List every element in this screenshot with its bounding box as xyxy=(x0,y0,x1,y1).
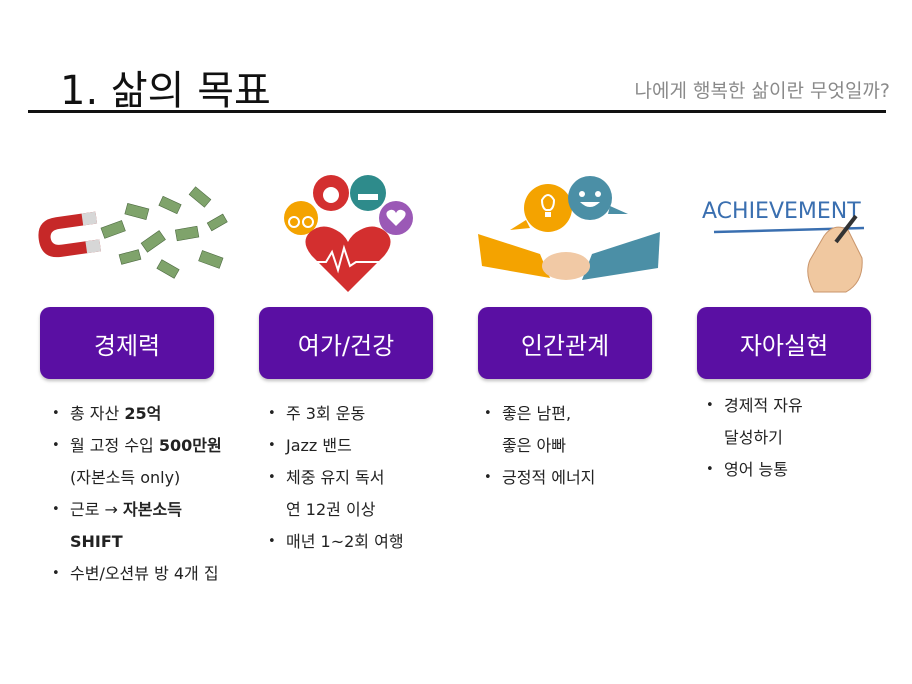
page-subtitle: 나에게 행복한 삶이란 무엇일까? xyxy=(634,80,890,102)
list-item: 긍정적 에너지 xyxy=(484,462,595,494)
category-button-self-realization[interactable]: 자아실현 xyxy=(697,307,871,379)
list-item: (자본소득 only) xyxy=(70,468,181,487)
list-item: 경제적 자유 xyxy=(706,390,803,422)
economy-goals-list: 총 자산 25억 월 고정 수입 500만원 (자본소득 only) 근로 → … xyxy=(52,398,222,590)
list-item: 월 고정 수입 500만원 xyxy=(52,430,222,462)
list-item: 체중 유지 독서 xyxy=(268,462,404,494)
handshake-image xyxy=(470,170,670,300)
list-item: 연 12권 이상 xyxy=(286,500,376,519)
achievement-text: ACHIEVEMENT xyxy=(702,199,861,224)
button-label: 경제력 xyxy=(93,331,161,360)
category-button-economy[interactable]: 경제력 xyxy=(40,307,214,379)
leisure-health-goals-list: 주 3회 운동 Jazz 밴드 체중 유지 독서 연 12권 이상 매년 1~2… xyxy=(268,398,404,558)
list-item: Jazz 밴드 xyxy=(268,430,404,462)
relationship-goals-list: 좋은 남편, 좋은 아빠 긍정적 에너지 xyxy=(484,398,595,494)
health-heart-image xyxy=(246,170,446,300)
list-item: 매년 1~2회 여행 xyxy=(268,526,404,558)
page-title: 1. 삶의 목표 xyxy=(60,68,271,114)
list-item: SHIFT xyxy=(70,532,123,551)
achievement-image: ACHIEVEMENT xyxy=(696,170,896,300)
list-item: 영어 능통 xyxy=(706,454,803,486)
money-magnet-image xyxy=(30,170,230,300)
list-item: 달성하기 xyxy=(724,428,783,447)
button-label: 자아실현 xyxy=(739,331,829,360)
category-button-relationships[interactable]: 인간관계 xyxy=(478,307,652,379)
list-item: 근로 → 자본소득 xyxy=(52,494,222,526)
list-item: 수변/오션뷰 방 4개 집 xyxy=(52,558,222,590)
list-item: 주 3회 운동 xyxy=(268,398,404,430)
self-realization-goals-list: 경제적 자유 달성하기 영어 능통 xyxy=(706,390,803,486)
list-item: 총 자산 25억 xyxy=(52,398,222,430)
button-label: 인간관계 xyxy=(520,331,610,360)
category-button-leisure-health[interactable]: 여가/건강 xyxy=(259,307,433,379)
title-divider xyxy=(28,110,886,113)
button-label: 여가/건강 xyxy=(297,331,395,360)
list-item: 좋은 남편, xyxy=(484,398,595,430)
list-item: 좋은 아빠 xyxy=(502,436,566,455)
